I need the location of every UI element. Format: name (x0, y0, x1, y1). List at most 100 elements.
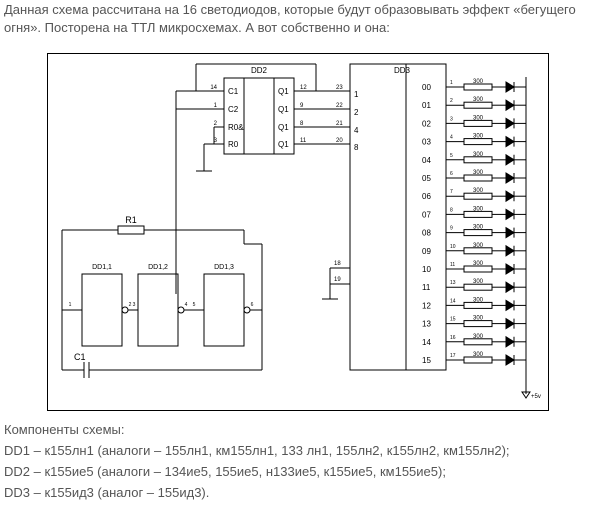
dd3-input-pin: 23 (336, 85, 343, 91)
dd1-pin: 2 (129, 302, 132, 308)
dd1-pin: 5 (193, 302, 196, 308)
dd1-pin: 1 (69, 302, 72, 308)
dd2-chip (223, 77, 295, 155)
dd3-output-pin: 3 (450, 116, 453, 122)
intro-text: Данная схема рассчитана на 16 светодиодо… (4, 2, 576, 35)
led-diode (505, 81, 515, 93)
dd2-output-pin: 9 (300, 103, 304, 109)
dd2-output-pin: 11 (300, 138, 307, 144)
dd3-input-pin: 22 (336, 103, 343, 109)
dd3-output-label: 11 (422, 283, 431, 292)
dd2-input-label: C1 (228, 87, 239, 96)
resistor-value: 300 (473, 188, 484, 194)
led-diode (505, 172, 515, 184)
led-diode (505, 226, 515, 239)
dd2-output-label: Q1 (278, 87, 289, 96)
dd1-gate-1 (81, 273, 123, 347)
dd2-input-pin: 14 (210, 85, 217, 91)
dd3-output-pin: 16 (450, 335, 456, 341)
dd3-output-label: 08 (422, 229, 431, 238)
dd1-pin: 4 (185, 302, 188, 308)
supply-label: +5v (531, 394, 541, 400)
resistor-value: 300 (473, 206, 484, 212)
resistor-value: 300 (473, 279, 484, 285)
dd3-input-pin: 21 (336, 121, 343, 127)
led-diode (505, 317, 515, 330)
components-list: Компоненты схемы: DD1 – к155лн1 (аналоги… (4, 419, 596, 503)
dd3-output-label: 12 (422, 301, 431, 310)
dd3-output-label: 07 (422, 210, 431, 219)
dd3-output-pin: 13 (450, 280, 456, 286)
led-diode (505, 263, 515, 275)
dd1-pin: 6 (251, 302, 254, 308)
resistor-value: 300 (473, 316, 484, 322)
dd3-output-label: 04 (422, 156, 431, 165)
component-line-dd3: DD3 – к155ид3 (аналог – 155ид3). (4, 485, 210, 500)
dd3-output-pin: 17 (450, 353, 456, 359)
dd3-output-pin: 11 (450, 262, 455, 268)
dd3-output-pin: 4 (450, 135, 453, 141)
dd1-gate-2 (137, 273, 179, 347)
dd1-pin: 3 (133, 302, 136, 308)
dd3-output-pin: 10 (450, 244, 456, 250)
dd1-gate-3 (203, 273, 245, 347)
dd2-input-label: R0& (228, 123, 244, 132)
dd3-output-pin: 2 (450, 98, 453, 104)
resistor-value: 300 (473, 352, 484, 358)
resistor-value: 300 (473, 170, 484, 176)
dd2-input-label: R0 (228, 140, 239, 149)
component-line-dd1: DD1 – к155лн1 (аналоги – 155лн1, км155лн… (4, 443, 510, 458)
dd3-output-label: 00 (422, 83, 431, 92)
dd3-input-pin: 20 (336, 138, 343, 144)
resistor-value: 300 (473, 97, 484, 103)
dd2-output-pin: 8 (300, 121, 304, 127)
resistor-value: 300 (473, 134, 484, 140)
component-line-dd2: DD2 – к155ие5 (аналоги – 134ие5, 155ие5,… (4, 464, 446, 479)
led-diode (505, 208, 515, 221)
dd2-input-label: C2 (228, 105, 239, 114)
dd3-output-pin: 15 (450, 317, 456, 323)
dd3-title: DD3 (394, 66, 411, 75)
dd3-output-label: 14 (422, 338, 431, 347)
resistor-value: 300 (473, 261, 484, 267)
dd3-output-pin: 1 (450, 80, 453, 86)
resistor-value: 300 (473, 243, 484, 249)
supply-arrow (521, 391, 531, 399)
components-heading: Компоненты схемы: (4, 422, 125, 437)
capacitor-c1-label: C1 (74, 352, 86, 362)
resistor-value: 300 (473, 225, 484, 231)
led-diode (505, 335, 515, 348)
dd3-output-label: 06 (422, 192, 431, 201)
dd3-output-label: 13 (422, 320, 431, 329)
dd3-output-pin: 9 (450, 226, 453, 232)
dd1-gate-label: DD1,2 (148, 264, 168, 271)
dd3-output-label: 03 (422, 138, 431, 147)
led-diode (505, 354, 515, 366)
dd3-output-pin: 6 (450, 171, 453, 177)
dd3-input-label: 2 (354, 108, 359, 117)
dd3-output-label: 10 (422, 265, 431, 274)
dd1-gate-label: DD1,3 (214, 264, 234, 271)
led-diode (505, 135, 515, 148)
led-diode (505, 117, 515, 130)
dd3-output-label: 01 (422, 101, 431, 110)
led-diode (505, 244, 515, 257)
dd3-output-pin: 8 (450, 207, 453, 213)
led-diode (505, 299, 515, 312)
dd3-input-label: 1 (354, 90, 359, 99)
resistor-r1-label: R1 (125, 215, 137, 225)
dd3-input-label: 4 (354, 126, 359, 135)
dd2-input-pin: 1 (214, 103, 218, 109)
resistor-value: 300 (473, 115, 484, 121)
resistor-r1 (117, 225, 145, 235)
resistor-value: 300 (473, 334, 484, 340)
dd2-output-label: Q1 (278, 123, 289, 132)
resistor-value: 300 (473, 297, 484, 303)
led-diode (505, 99, 515, 112)
dd3-gnd-pin: 19 (334, 277, 341, 283)
dd2-input-pin: 3 (214, 138, 218, 144)
resistor-value: 300 (473, 79, 484, 85)
dd3-output-pin: 7 (450, 189, 453, 195)
dd2-title: DD2 (251, 66, 268, 75)
